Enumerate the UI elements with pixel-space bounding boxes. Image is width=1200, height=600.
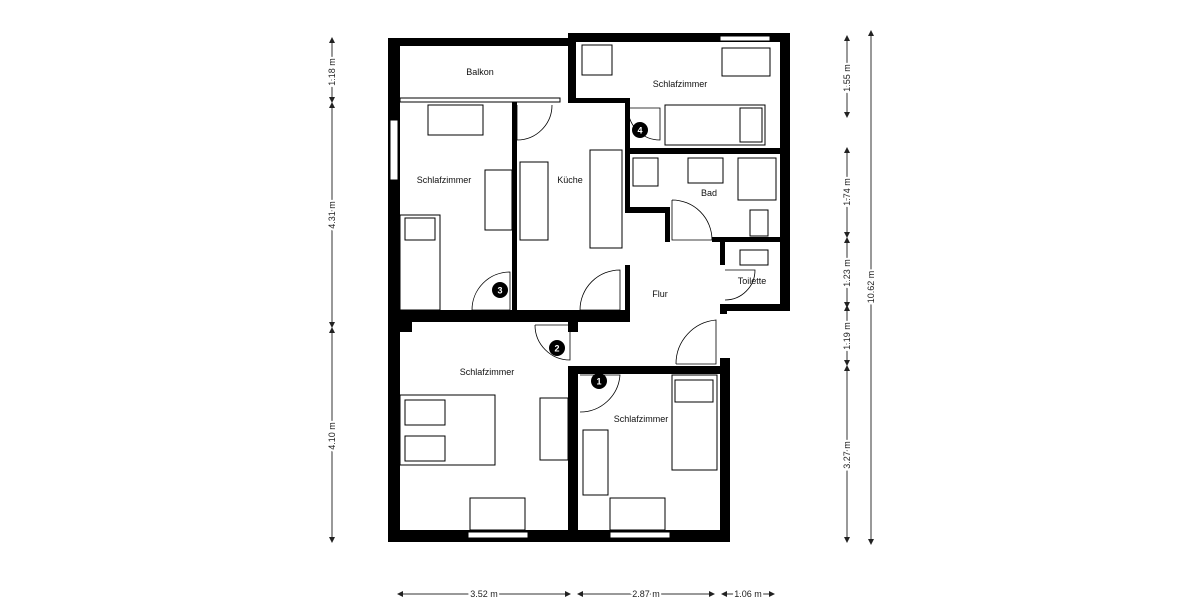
svg-text:1: 1 — [596, 377, 601, 387]
dimension-bottom: 3.52 m 2.87 m 1.06 m — [397, 587, 775, 600]
room-label-schlafzimmer: Schlafzimmer — [614, 414, 669, 424]
dimension-bottom-label: 3.52 m — [470, 589, 498, 599]
svg-text:2: 2 — [554, 344, 559, 354]
furniture — [399, 44, 777, 531]
svg-text:4.10 m: 4.10 m — [327, 422, 337, 450]
dimension-bottom-label: 1.06 m — [734, 589, 762, 599]
svg-text:4: 4 — [637, 126, 642, 136]
room-label-bad: Bad — [701, 188, 717, 198]
room-label-schlafzimmer: Schlafzimmer — [460, 367, 515, 377]
svg-text:3.27 m: 3.27 m — [842, 441, 852, 469]
svg-text:3: 3 — [497, 286, 502, 296]
svg-text:1.74 m: 1.74 m — [842, 178, 852, 206]
svg-text:1.23 m: 1.23 m — [842, 259, 852, 287]
svg-text:1.18 m: 1.18 m — [327, 58, 337, 86]
door-marker-2: 2 — [549, 340, 565, 356]
dimension-bottom-label: 2.87 m — [632, 589, 660, 599]
room-label-toilette: Toilette — [738, 276, 767, 286]
dimension-right: 1.55 m 1.74 m 1.23 m 1.19 m 3.27 m 10.62… — [840, 30, 878, 545]
door-marker-4: 4 — [632, 122, 648, 138]
door-marker-3: 3 — [492, 282, 508, 298]
room-label-schlafzimmer: Schlafzimmer — [417, 175, 472, 185]
svg-text:10.62 m: 10.62 m — [866, 271, 876, 304]
svg-text:4.31 m: 4.31 m — [327, 201, 337, 229]
room-label-flur: Flur — [652, 289, 668, 299]
windows — [389, 35, 771, 539]
room-label-balkon: Balkon — [466, 67, 494, 77]
svg-text:1.55 m: 1.55 m — [842, 64, 852, 92]
dimension-left: 1.18 m 4.31 m 4.10 m — [325, 37, 339, 543]
door-marker-1: 1 — [591, 373, 607, 389]
svg-text:1.19 m: 1.19 m — [842, 322, 852, 350]
room-label-schlafzimmer: Schlafzimmer — [653, 79, 708, 89]
room-label-kueche: Küche — [557, 175, 583, 185]
